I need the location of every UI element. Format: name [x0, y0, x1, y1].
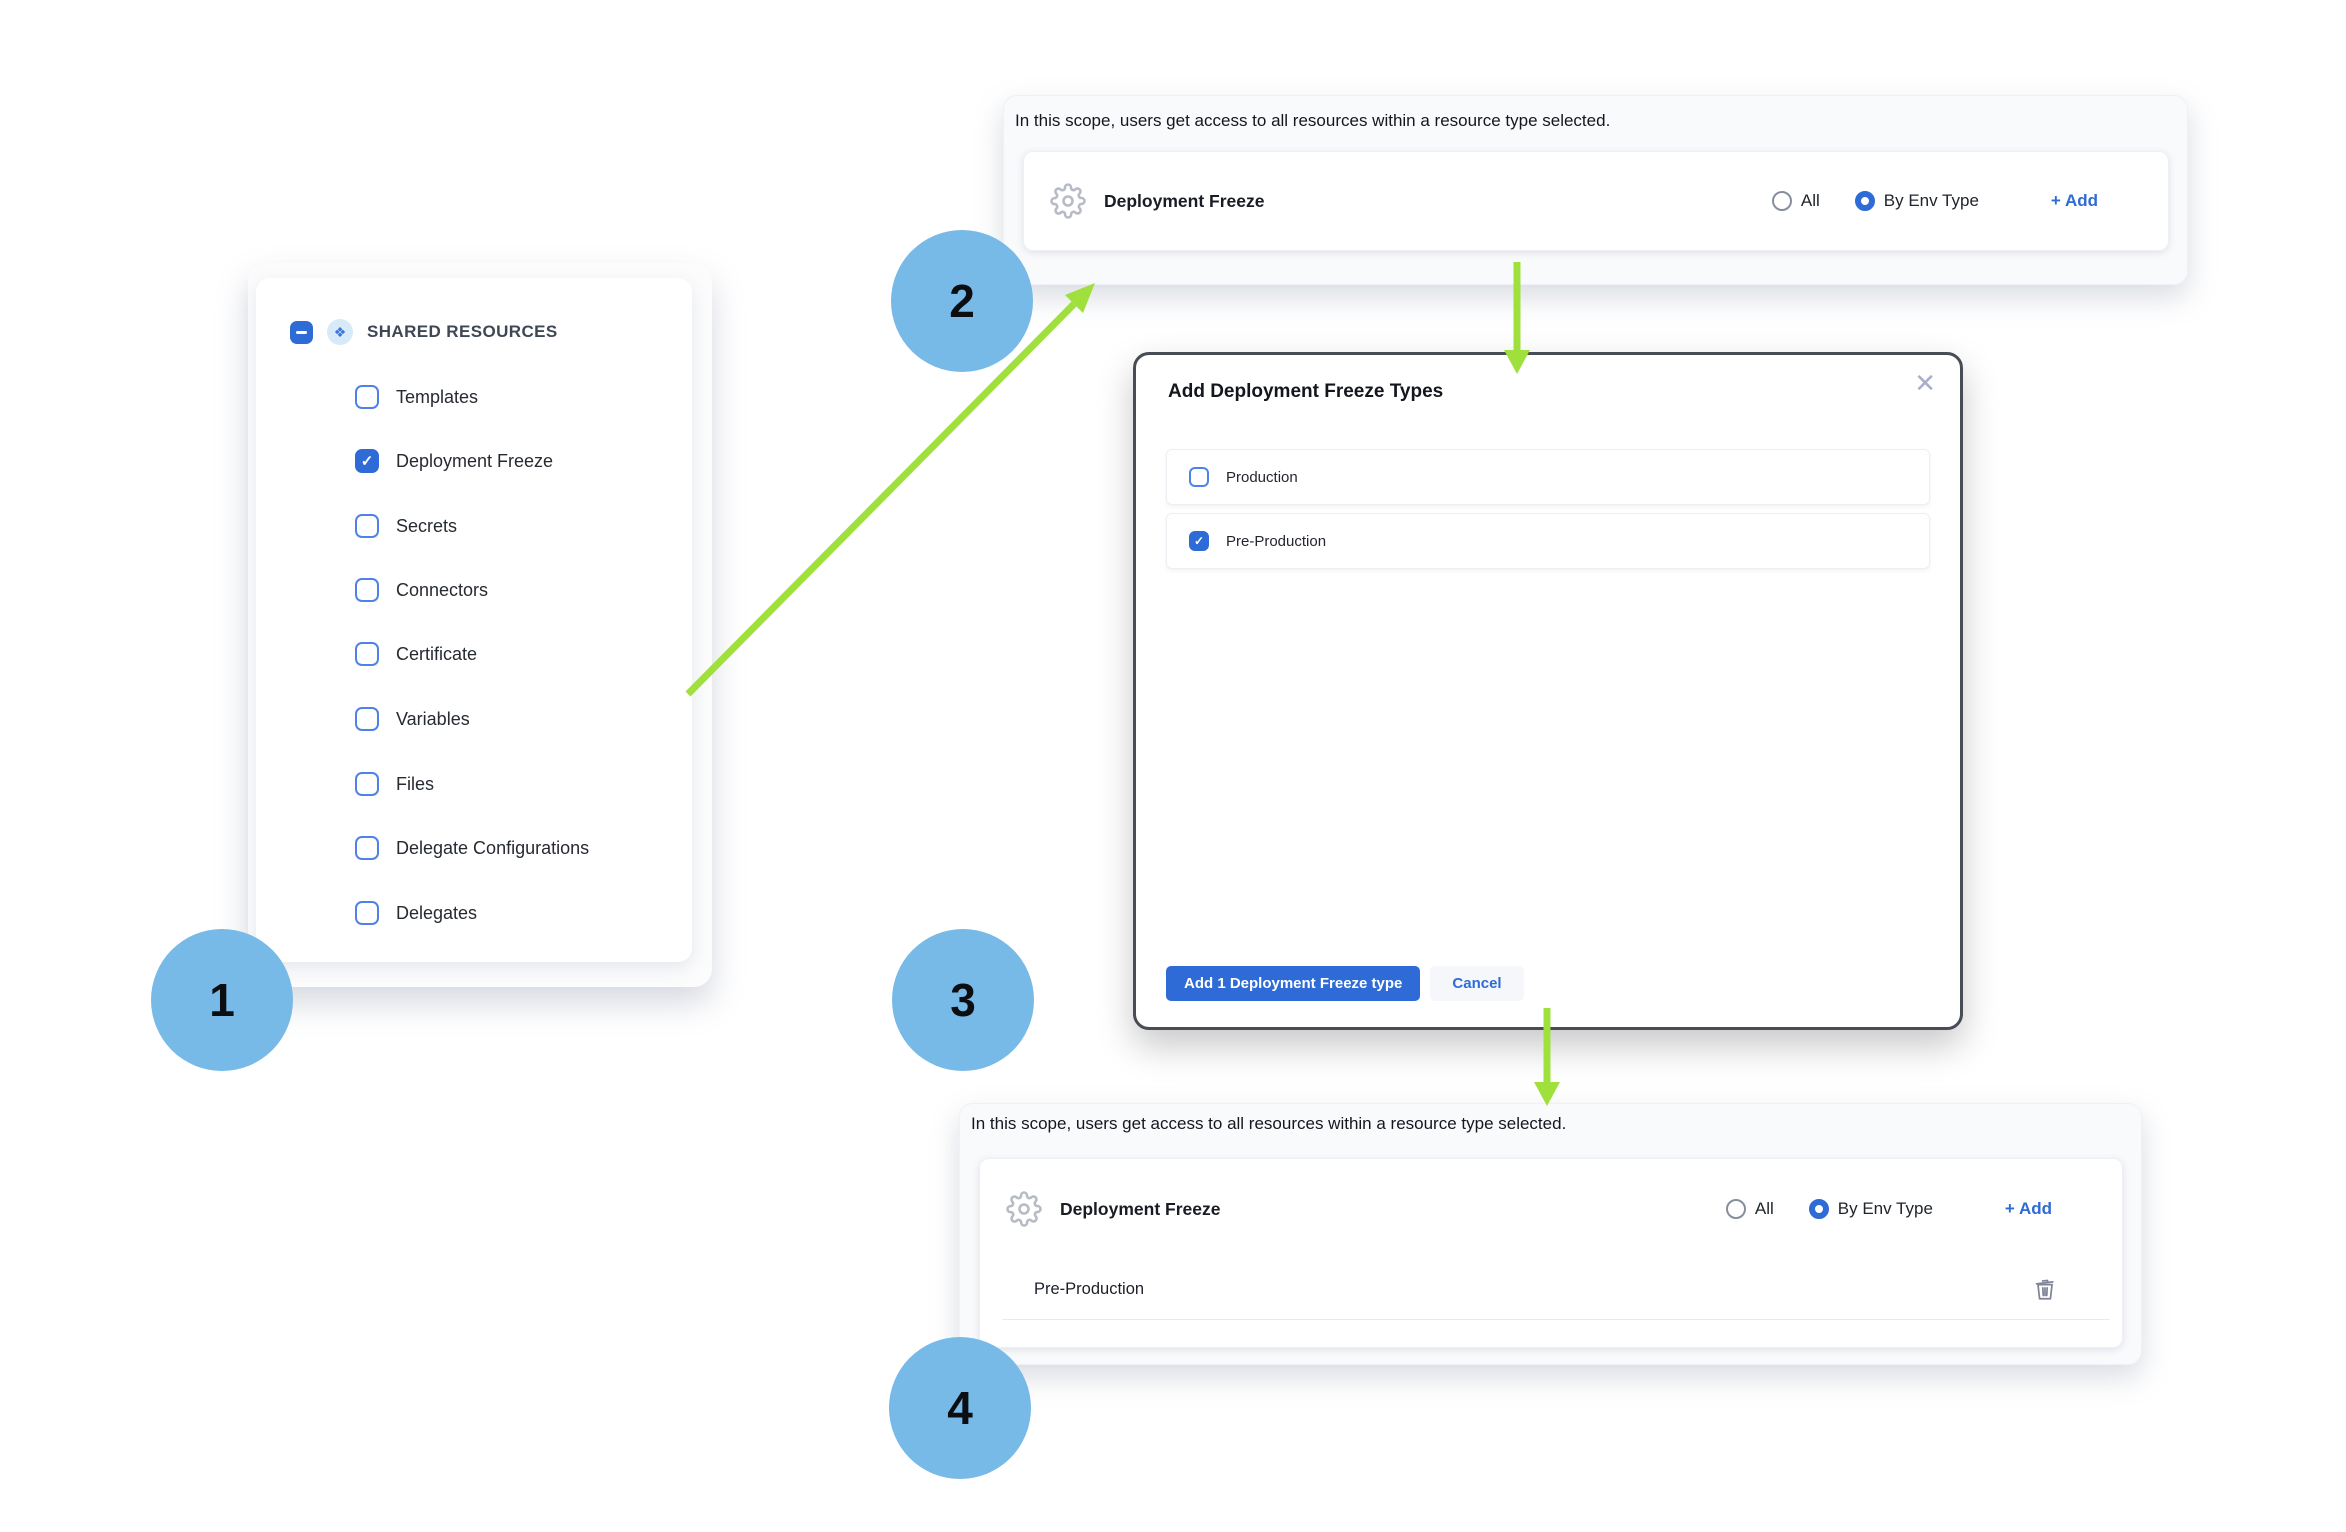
minus-icon: [296, 330, 307, 334]
add-button[interactable]: + Add: [2004, 1199, 2052, 1218]
env-type-row: Pre-Production: [980, 1259, 2122, 1319]
arrowhead: [1065, 283, 1095, 313]
resource-type-title: Deployment Freeze: [1104, 190, 1265, 211]
list-item-delegate-configurations[interactable]: ✓ Delegate Configurations: [355, 832, 589, 864]
arrow-step1-to-step2: [685, 301, 1077, 697]
shared-resources-icon: ❖: [327, 319, 353, 345]
scope-description: In this scope, users get access to all r…: [1015, 111, 1611, 130]
radio-by-env-type[interactable]: [1808, 1199, 1829, 1219]
radio-by-env-type-label[interactable]: By Env Type: [1837, 1199, 1933, 1218]
list-item-certificate[interactable]: ✓ Certificate: [355, 638, 477, 670]
checkbox-production[interactable]: ✓: [1189, 467, 1209, 487]
checkbox-delegates[interactable]: ✓: [355, 901, 379, 925]
radio-by-env-type-label[interactable]: By Env Type: [1883, 191, 1979, 210]
checkbox-files[interactable]: ✓: [355, 772, 379, 796]
list-item-secrets[interactable]: ✓ Secrets: [355, 510, 457, 542]
confirm-add-button[interactable]: Add 1 Deployment Freeze type: [1166, 966, 1421, 1001]
modal-actions: Add 1 Deployment Freeze type Cancel: [1166, 966, 1524, 1001]
check-icon: ✓: [1193, 534, 1205, 548]
radio-all-label[interactable]: All: [1754, 1199, 1774, 1218]
step-badge-3: 3: [892, 929, 1034, 1071]
radio-all[interactable]: [1771, 191, 1792, 211]
delete-button[interactable]: [2030, 1274, 2060, 1304]
cancel-button[interactable]: Cancel: [1430, 966, 1524, 1001]
modal-title: Add Deployment Freeze Types: [1168, 381, 1444, 402]
add-button[interactable]: + Add: [2050, 191, 2098, 210]
resource-group-header: ❖ SHARED RESOURCES: [290, 316, 558, 348]
option-row-production[interactable]: ✓ Production: [1166, 449, 1930, 505]
list-item-variables[interactable]: ✓ Variables: [355, 703, 470, 735]
step-badge-2: 2: [891, 230, 1033, 372]
checkbox-templates[interactable]: ✓: [355, 385, 379, 409]
trash-icon: [2035, 1279, 2054, 1300]
scope-description: In this scope, users get access to all r…: [971, 1114, 1567, 1133]
gear-icon: [1006, 1191, 1042, 1227]
close-icon[interactable]: ✕: [1914, 368, 1936, 398]
list-item-templates[interactable]: ✓ Templates: [355, 381, 478, 413]
step-badge-4: 4: [889, 1337, 1031, 1479]
group-label: SHARED RESOURCES: [367, 322, 558, 341]
checkbox-connectors[interactable]: ✓: [355, 578, 379, 602]
resource-type-row: Deployment Freeze All By Env Type + Add: [1024, 152, 2168, 250]
checkbox-delegate-configurations[interactable]: ✓: [355, 836, 379, 860]
resource-type-row: Deployment Freeze All By Env Type + Add: [980, 1159, 2122, 1259]
checkbox-variables[interactable]: ✓: [355, 707, 379, 731]
check-icon: ✓: [360, 452, 374, 470]
env-type-label: Pre-Production: [1034, 1279, 1145, 1298]
list-item-deployment-freeze[interactable]: ✓ Deployment Freeze: [355, 445, 553, 477]
gear-icon: [1050, 183, 1086, 219]
scope-panel-top: In this scope, users get access to all r…: [1003, 95, 2188, 285]
list-item-delegates[interactable]: ✓ Delegates: [355, 897, 477, 929]
checkbox-pre-production[interactable]: ✓: [1189, 531, 1209, 551]
radio-all-label[interactable]: All: [1800, 191, 1820, 210]
checkbox-secrets[interactable]: ✓: [355, 514, 379, 538]
checkbox-certificate[interactable]: ✓: [355, 642, 379, 666]
list-item-files[interactable]: ✓ Files: [355, 768, 434, 800]
add-deployment-freeze-types-modal: Add Deployment Freeze Types ✕ ✓ Producti…: [1133, 352, 1963, 1030]
resource-group-panel: ❖ SHARED RESOURCES ✓ Templates ✓ Deploym…: [256, 278, 692, 962]
step-badge-1: 1: [151, 929, 293, 1071]
divider: [1002, 1319, 2110, 1320]
resource-type-card: Deployment Freeze All By Env Type + Add: [1023, 151, 2169, 251]
option-row-pre-production[interactable]: ✓ Pre-Production: [1166, 513, 1930, 569]
radio-all[interactable]: [1725, 1199, 1746, 1219]
checkbox-deployment-freeze[interactable]: ✓: [355, 449, 379, 473]
list-item-connectors[interactable]: ✓ Connectors: [355, 574, 488, 606]
collapse-checkbox[interactable]: [290, 320, 313, 344]
resource-type-title: Deployment Freeze: [1060, 1198, 1221, 1219]
radio-by-env-type[interactable]: [1854, 191, 1875, 211]
resource-type-card: Deployment Freeze All By Env Type + Add …: [979, 1158, 2123, 1348]
scope-panel-bottom: In this scope, users get access to all r…: [959, 1103, 2142, 1365]
